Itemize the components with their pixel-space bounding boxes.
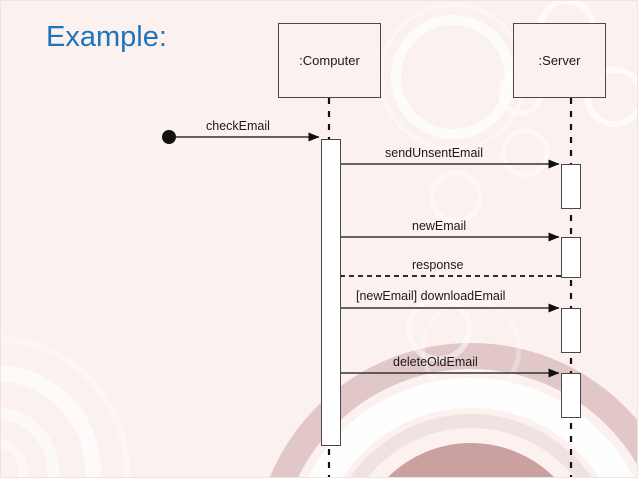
page-title: Example:	[46, 21, 167, 53]
lifeline-label-server: :Server	[538, 53, 581, 68]
found-message-origin-dot	[162, 130, 176, 144]
message-label-download-email: [newEmail] downloadEmail	[356, 289, 506, 303]
message-arrows	[176, 132, 561, 378]
activation-bar-server-2[interactable]	[561, 237, 581, 278]
message-label-delete-old-email: deleteOldEmail	[393, 355, 478, 369]
message-label-new-email: newEmail	[412, 219, 467, 233]
lifeline-label-computer: :Computer	[299, 53, 360, 68]
message-label-send-unsent-email: sendUnsentEmail	[385, 146, 483, 160]
message-label-check-email: checkEmail	[206, 119, 270, 133]
activation-bar-server-4[interactable]	[561, 373, 581, 418]
lifeline-head-computer[interactable]: :Computer	[278, 23, 381, 98]
lifeline-head-server[interactable]: :Server	[513, 23, 606, 98]
message-label-response: response	[412, 258, 464, 272]
activation-bar-server-3[interactable]	[561, 308, 581, 353]
activation-bar-server-1[interactable]	[561, 164, 581, 209]
activation-bar-computer[interactable]	[321, 139, 341, 446]
